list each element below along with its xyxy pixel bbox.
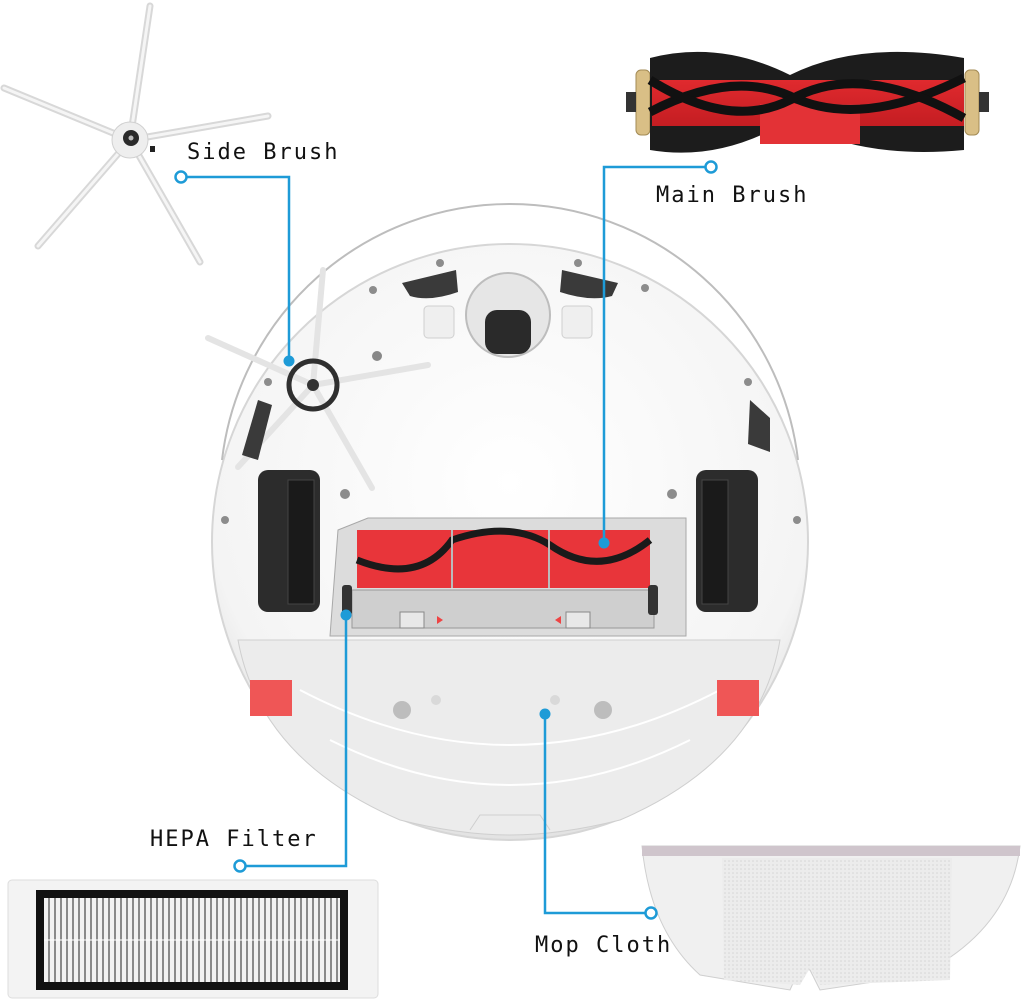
mop-cloth-callout-filled-dot — [539, 708, 551, 720]
main-brush-callout-line — [602, 165, 709, 543]
hepa-filter-callout-filled-dot — [340, 609, 352, 621]
hepa-filter-label: HEPA Filter — [150, 827, 318, 852]
main-brush-label: Main Brush — [656, 183, 809, 208]
main-brush-callout-filled-dot — [598, 537, 610, 549]
side-brush-callout-filled-dot — [283, 355, 295, 367]
hepa-filter-callout-line — [241, 616, 348, 868]
side-brush-callout-open-dot — [174, 170, 188, 184]
mop-cloth-callout-line — [543, 714, 649, 915]
side-brush-label: Side Brush — [187, 140, 340, 165]
hepa-filter-part-image — [7, 879, 379, 999]
callout-markers — [174, 160, 718, 920]
hepa-filter-callout-open-dot — [233, 859, 247, 873]
callout-lines — [186, 165, 709, 915]
main-brush-part-image — [626, 51, 989, 153]
mop-cloth-label: Mop Cloth — [535, 933, 673, 958]
main-brush-callout-open-dot — [704, 160, 718, 174]
side-brush-part-image — [0, 2, 272, 266]
robot-vacuum-body-image — [205, 203, 809, 841]
side-brush-callout-line — [186, 175, 291, 360]
mop-cloth-callout-open-dot — [644, 906, 658, 920]
mop-cloth-part-image — [641, 845, 1021, 991]
